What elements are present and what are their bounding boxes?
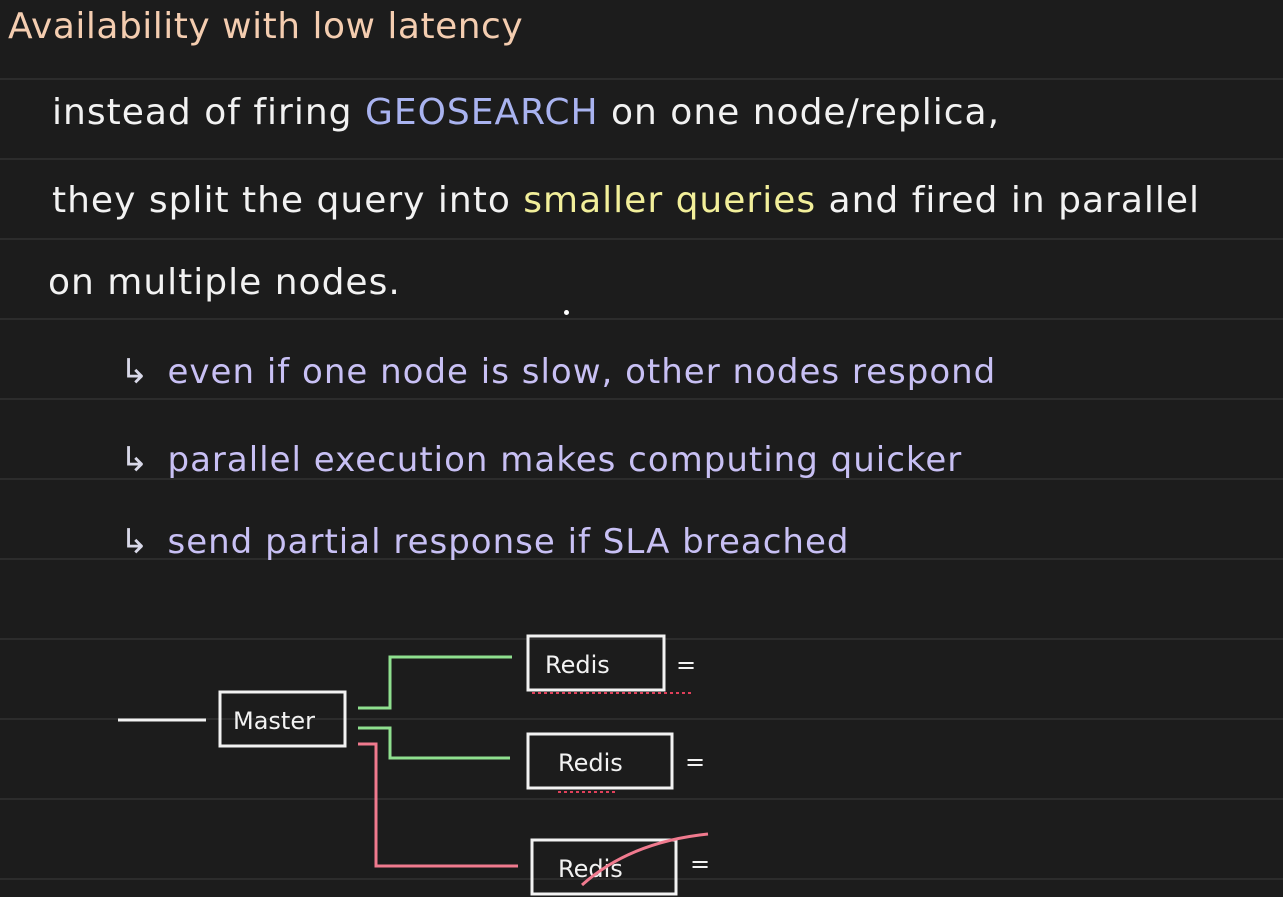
red-connector [358,742,518,868]
bullet-3-text: send partial response if SLA breached [167,522,850,562]
text-line-3: on multiple nodes. [48,262,401,303]
mark-3: = [690,850,710,878]
master-label: Master [233,707,315,735]
mark-1: = [676,651,696,679]
bullet-2: ↳ parallel execution makes computing quic… [120,440,962,480]
green-connector-top [358,655,512,710]
text-line-2-after: and fired in parallel [816,180,1201,221]
page-title: Availability with low latency [8,6,524,47]
text-line-2: they split the query into smaller querie… [52,180,1200,221]
pointer-dot [564,310,569,315]
text-line-1-before: instead of firing [52,92,365,133]
arrow-icon: ↳ [120,440,150,480]
text-line-1: instead of firing GEOSEARCH on one node/… [52,92,1000,133]
redis-label-2: Redis [558,749,623,777]
redis-box-2 [526,732,674,790]
bullet-2-text: parallel execution makes computing quick… [167,440,963,480]
green-connector-mid [358,726,510,760]
text-line-1-after: on one node/replica, [598,92,1001,133]
redis-label-1: Redis [545,651,610,679]
arrow-icon: ↳ [120,352,150,392]
arrow-icon: ↳ [120,522,150,562]
strike-through-mark [580,832,709,887]
smaller-queries-highlight: smaller queries [523,180,817,221]
text-line-2-before: they split the query into [52,180,524,221]
mark-2: = [685,748,705,776]
bullet-1: ↳ even if one node is slow, other nodes r… [120,352,996,392]
master-box [218,690,347,748]
geosearch-highlight: GEOSEARCH [364,92,599,133]
redis-box-1 [526,634,666,692]
bullet-3: ↳ send partial response if SLA breached [120,522,849,562]
redis-box-3 [530,838,678,896]
bullet-1-text: even if one node is slow, other nodes re… [167,352,997,392]
